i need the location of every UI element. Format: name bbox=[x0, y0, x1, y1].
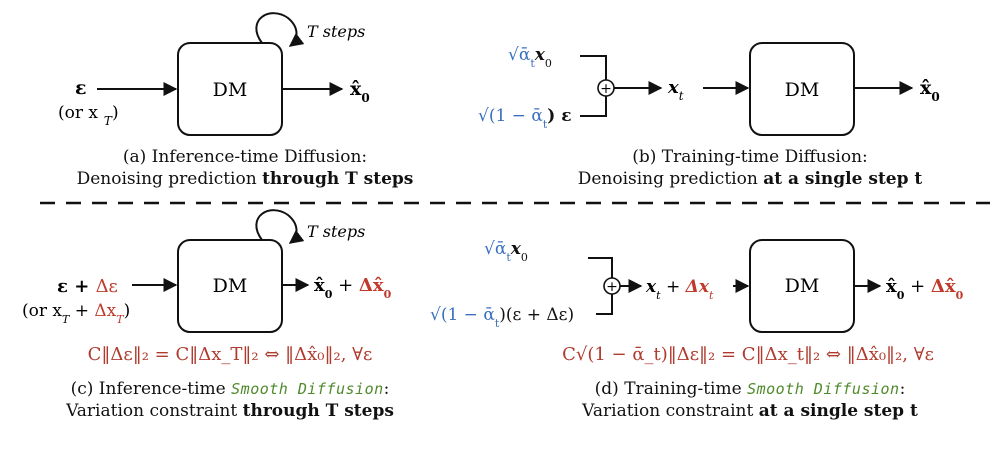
caption-b-line2: Denoising prediction at a single step t bbox=[577, 169, 923, 189]
input-top-b: √ᾱtx0 bbox=[508, 45, 552, 70]
panel-c: DM T steps ε + Δε (or xT + ΔxT) x̂0 + Δx… bbox=[22, 209, 392, 365]
smooth-diffusion-label-c: Smooth Diffusion bbox=[231, 380, 384, 398]
dm-label-a: DM bbox=[213, 79, 248, 101]
caption-c: (c) Inference-time Smooth Diffusion: Var… bbox=[30, 378, 430, 422]
input-bot-d: √(1 − ᾱt)(ε + Δε) bbox=[430, 305, 574, 330]
branch-top-d bbox=[588, 257, 613, 278]
smooth-diffusion-label-d: Smooth Diffusion bbox=[747, 380, 900, 398]
mid-d: xt + Δxt bbox=[645, 277, 714, 302]
dm-label-b: DM bbox=[785, 79, 820, 101]
branch-bot-b bbox=[580, 96, 607, 117]
input-eps-a: ε bbox=[75, 77, 87, 99]
input-alt-a: (or x T) bbox=[58, 103, 119, 128]
input-b-c: (or xT + ΔxT) bbox=[22, 301, 130, 326]
caption-b-line1: (b) Training-time Diffusion: bbox=[632, 147, 868, 167]
caption-d: (d) Training-time Smooth Diffusion: Vari… bbox=[545, 378, 955, 422]
panel-d: √ᾱtx0 √(1 − ᾱt)(ε + Δε) + xt + Δxt DM x̂… bbox=[430, 239, 964, 365]
caption-b: (b) Training-time Diffusion: Denoising p… bbox=[540, 146, 960, 190]
output-a: x̂0 bbox=[350, 78, 370, 105]
caption-d-line2: Variation constraint at a single step t bbox=[582, 401, 918, 421]
caption-c-line1: (c) Inference-time Smooth Diffusion: bbox=[70, 379, 390, 399]
input-top-d: √ᾱtx0 bbox=[484, 239, 528, 264]
branch-bot-d bbox=[596, 294, 613, 315]
plus-d: + bbox=[606, 279, 618, 295]
input-a-c: ε + Δε bbox=[57, 276, 118, 297]
panel-b: √ᾱtx0 √(1 − ᾱt) ε + xt DM x̂0 bbox=[478, 42, 940, 136]
caption-a-line2: Denoising prediction through T steps bbox=[76, 169, 414, 189]
loop-arrow-a bbox=[255, 12, 305, 47]
loop-label-a: T steps bbox=[307, 22, 365, 41]
plus-b: + bbox=[600, 81, 612, 97]
loop-arrow-c bbox=[255, 209, 305, 244]
dm-label-d: DM bbox=[785, 275, 820, 297]
mid-xt-b: xt bbox=[667, 77, 684, 103]
caption-a: (a) Inference-time Diffusion: Denoising … bbox=[50, 146, 440, 190]
output-c: x̂0 + Δx̂0 bbox=[314, 275, 392, 301]
output-d: x̂0 + Δx̂0 bbox=[886, 276, 964, 302]
equation-c: C‖Δε‖₂ = C‖Δx_T‖₂ ⇔ ‖Δx̂₀‖₂, ∀ε bbox=[88, 344, 373, 365]
output-b: x̂0 bbox=[920, 77, 940, 104]
loop-label-c: T steps bbox=[307, 222, 365, 241]
equation-d: C√(1 − ᾱ_t)‖Δε‖₂ = C‖Δx_t‖₂ ⇔ ‖Δx̂₀‖₂, ∀… bbox=[562, 344, 934, 365]
caption-c-line2: Variation constraint through T steps bbox=[66, 401, 394, 421]
caption-a-line1: (a) Inference-time Diffusion: bbox=[122, 147, 368, 167]
branch-top-b bbox=[580, 55, 607, 80]
dm-label-c: DM bbox=[213, 275, 248, 297]
input-bot-b: √(1 − ᾱt) ε bbox=[478, 106, 572, 131]
caption-d-line1: (d) Training-time Smooth Diffusion: bbox=[594, 379, 906, 399]
panel-a: DM T steps ε (or x T) x̂0 bbox=[58, 12, 370, 136]
